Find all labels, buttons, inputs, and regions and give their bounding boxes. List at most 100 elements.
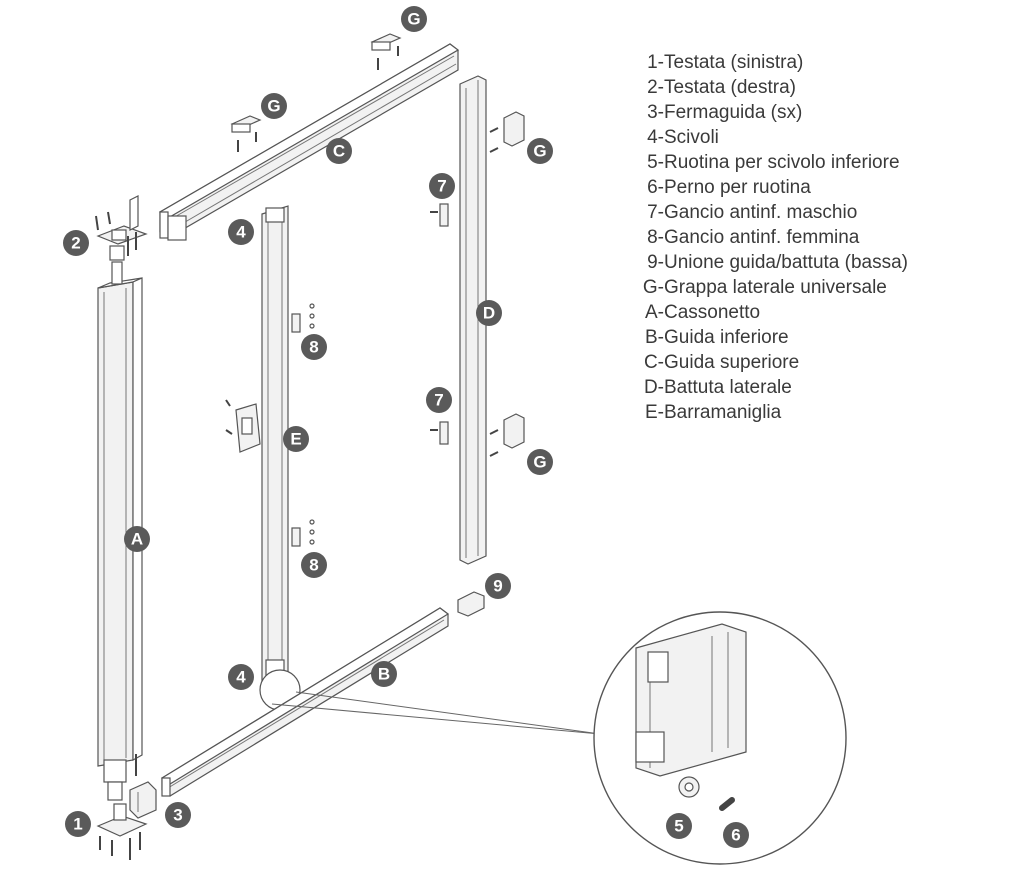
legend-code: 5- bbox=[647, 152, 664, 173]
legend-item: 4-Scivoli bbox=[622, 125, 908, 150]
svg-text:G: G bbox=[533, 142, 546, 161]
gancio-maschio-top bbox=[430, 203, 449, 227]
svg-text:7: 7 bbox=[437, 177, 446, 196]
svg-text:9: 9 bbox=[493, 577, 502, 596]
svg-text:4: 4 bbox=[236, 668, 246, 687]
legend-item: 6-Perno per ruotina bbox=[622, 175, 908, 200]
gancio-femmina-bottom bbox=[291, 519, 315, 547]
legend-item: 1-Testata (sinistra) bbox=[622, 50, 908, 75]
badge-8-top: 8 bbox=[301, 334, 327, 360]
testata-destra-part bbox=[95, 195, 148, 256]
legend-item: 5-Ruotina per scivolo inferiore bbox=[622, 150, 908, 175]
grappa-top-left bbox=[230, 115, 262, 152]
svg-text:5: 5 bbox=[674, 817, 683, 836]
testata-sinistra-part bbox=[96, 754, 148, 860]
grappa-right-top bbox=[489, 111, 525, 153]
badge-8-bottom: 8 bbox=[301, 552, 327, 578]
legend-item: E-Barramaniglia bbox=[622, 400, 908, 425]
svg-text:2: 2 bbox=[71, 234, 80, 253]
badge-a: A bbox=[124, 526, 150, 552]
guida-superiore-part bbox=[158, 43, 460, 241]
legend-desc: Cassonetto bbox=[664, 302, 761, 323]
barramaniglia-part bbox=[259, 205, 301, 711]
cassonetto-part bbox=[97, 245, 143, 801]
svg-text:6: 6 bbox=[731, 826, 740, 845]
legend-item: A-Cassonetto bbox=[622, 300, 908, 325]
badge-3: 3 bbox=[165, 802, 191, 828]
legend-item: C-Guida superiore bbox=[622, 350, 908, 375]
legend-desc: Guida superiore bbox=[664, 352, 800, 373]
legend-desc: Scivoli bbox=[664, 127, 719, 148]
badge-2: 2 bbox=[63, 230, 89, 256]
legend-code: 4- bbox=[647, 127, 664, 148]
svg-text:8: 8 bbox=[309, 556, 318, 575]
legend-desc: Perno per ruotina bbox=[664, 177, 811, 198]
grappa-top-right bbox=[370, 33, 402, 70]
badge-4-bottom: 4 bbox=[228, 664, 254, 690]
badge-d: D bbox=[476, 300, 502, 326]
legend-code: 2- bbox=[647, 77, 664, 98]
legend-item: B-Guida inferiore bbox=[622, 325, 908, 350]
legend-code: 1- bbox=[647, 52, 664, 73]
badge-e: E bbox=[283, 426, 309, 452]
legend-desc: Ruotina per scivolo inferiore bbox=[664, 152, 900, 173]
svg-text:B: B bbox=[378, 665, 390, 684]
svg-text:8: 8 bbox=[309, 338, 318, 357]
fermaguida-part bbox=[129, 781, 157, 819]
badge-6: 6 bbox=[723, 822, 749, 848]
legend-item: 3-Fermaguida (sx) bbox=[622, 100, 908, 125]
svg-text:E: E bbox=[290, 430, 301, 449]
legend-desc: Gancio antinf. femmina bbox=[664, 227, 860, 248]
svg-text:A: A bbox=[131, 530, 143, 549]
legend-code: E- bbox=[645, 402, 664, 423]
legend-item: D-Battuta laterale bbox=[622, 375, 908, 400]
badge-g-top-left: G bbox=[261, 93, 287, 119]
legend-desc: Grappa laterale universale bbox=[664, 277, 887, 298]
badge-9: 9 bbox=[485, 573, 511, 599]
svg-text:D: D bbox=[483, 304, 495, 323]
legend-desc: Unione guida/battuta (bassa) bbox=[664, 252, 908, 273]
legend-code: G- bbox=[642, 277, 664, 298]
legend-code: C- bbox=[643, 352, 664, 373]
badge-b: B bbox=[371, 661, 397, 687]
legend-item: 7-Gancio antinf. maschio bbox=[622, 200, 908, 225]
badge-4-top: 4 bbox=[228, 219, 254, 245]
svg-text:G: G bbox=[267, 97, 280, 116]
badge-7-bottom: 7 bbox=[426, 387, 452, 413]
legend-code: 9- bbox=[647, 252, 664, 273]
legend-desc: Battuta laterale bbox=[664, 377, 792, 398]
legend-code: 3- bbox=[647, 102, 664, 123]
legend-item: 9-Unione guida/battuta (bassa) bbox=[622, 250, 908, 275]
legend-item: 8-Gancio antinf. femmina bbox=[622, 225, 908, 250]
legend-desc: Guida inferiore bbox=[664, 327, 789, 348]
svg-text:G: G bbox=[407, 10, 420, 29]
legend-desc: Gancio antinf. maschio bbox=[664, 202, 858, 223]
legend-desc: Testata (destra) bbox=[664, 77, 796, 98]
svg-text:G: G bbox=[533, 453, 546, 472]
svg-text:3: 3 bbox=[173, 806, 182, 825]
svg-text:7: 7 bbox=[434, 391, 443, 410]
grappa-right-bottom bbox=[489, 413, 525, 457]
legend-code: 8- bbox=[647, 227, 664, 248]
legend-item: G-Grappa laterale universale bbox=[622, 275, 908, 300]
legend-code: A- bbox=[645, 302, 664, 323]
badge-g-right-bottom: G bbox=[527, 449, 553, 475]
maniglia-part bbox=[225, 399, 261, 453]
badge-7-top: 7 bbox=[429, 173, 455, 199]
badge-g-top-right: G bbox=[401, 6, 427, 32]
legend-code: D- bbox=[643, 377, 664, 398]
legend-code: 7- bbox=[647, 202, 664, 223]
legend-code: 6- bbox=[647, 177, 664, 198]
badge-1: 1 bbox=[65, 811, 91, 837]
svg-text:C: C bbox=[333, 142, 345, 161]
legend-item: 2-Testata (destra) bbox=[622, 75, 908, 100]
detail-callout-line-2 bbox=[271, 703, 601, 735]
gancio-femmina-top bbox=[291, 303, 315, 333]
unione-guida-part bbox=[457, 591, 485, 617]
svg-text:1: 1 bbox=[73, 815, 82, 834]
legend-desc: Testata (sinistra) bbox=[664, 52, 804, 73]
detail-callout-line bbox=[295, 691, 601, 735]
badge-g-right-top: G bbox=[527, 138, 553, 164]
svg-text:4: 4 bbox=[236, 223, 246, 242]
